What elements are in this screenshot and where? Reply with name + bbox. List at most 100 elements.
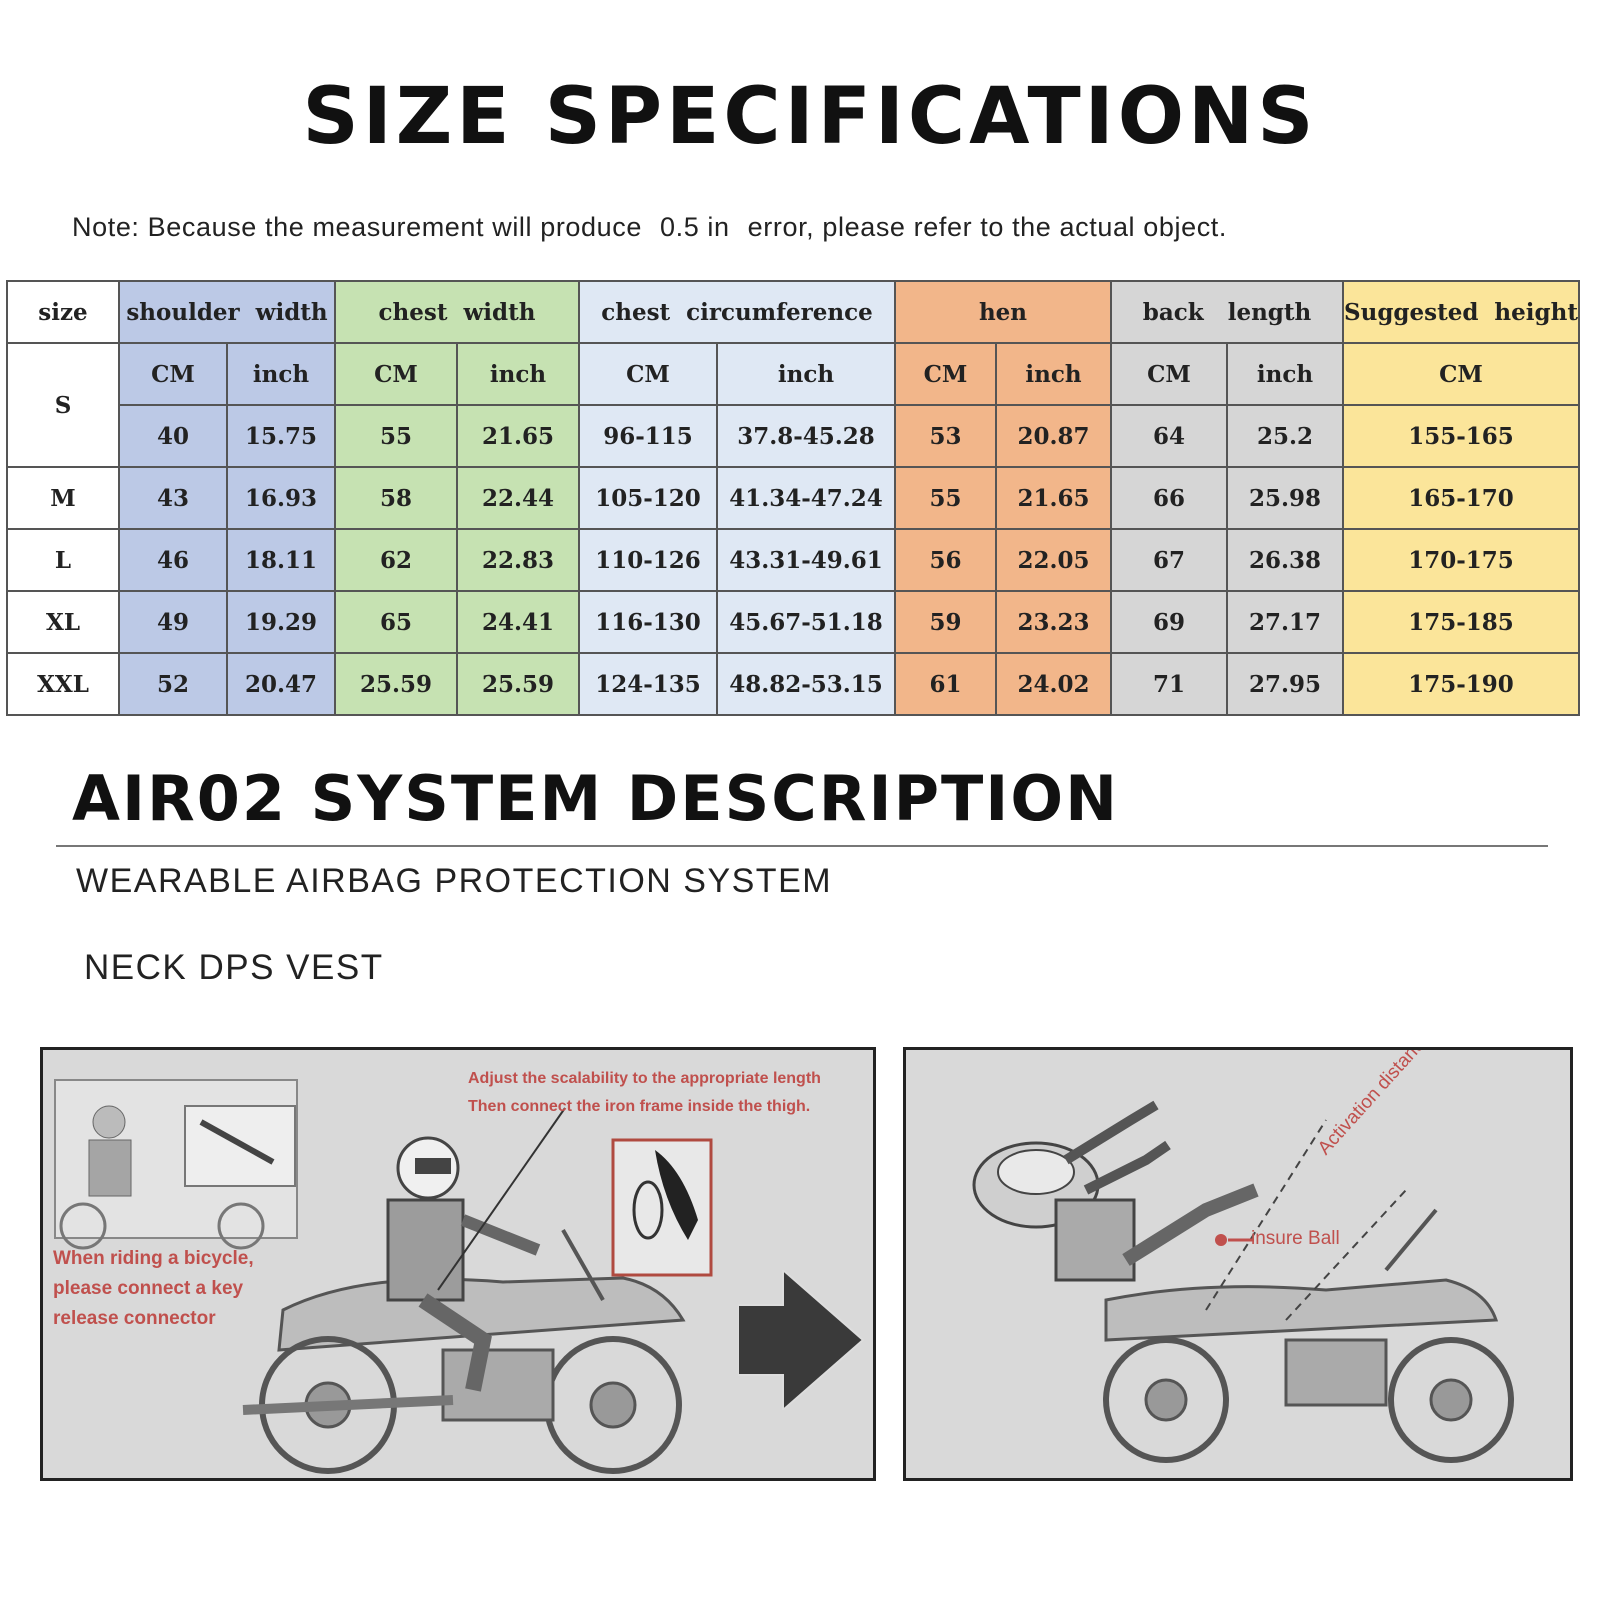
value-cell: 25.59 [456,652,580,716]
value-cell: 61 [894,652,997,716]
note-text-after: error, please refer to the actual object… [747,212,1228,242]
value-cell: 37.8-45.28 [716,404,896,468]
value-cell: 48.82-53.15 [716,652,896,716]
unit-cell: inch [995,342,1112,406]
value-cell: 23.23 [995,590,1112,654]
section-subtitle: WEARABLE AIRBAG PROTECTION SYSTEM [76,862,833,900]
size-cell: S [6,342,120,468]
value-cell: 46 [118,528,228,592]
value-cell: 67 [1110,528,1228,592]
value-cell: 20.87 [995,404,1112,468]
chest-circumference-header: chest circumference [578,280,896,344]
measurement-note: Note: Because the measurement will produ… [72,212,1227,243]
unit-cell: CM [118,342,228,406]
size-cell: XL [6,590,120,654]
unit-cell: CM [1342,342,1580,406]
hen-header: hen [894,280,1112,344]
value-cell: 43.31-49.61 [716,528,896,592]
value-cell: 18.11 [226,528,336,592]
value-cell: 56 [894,528,997,592]
annotation-side-3: release connector [53,1308,216,1329]
unit-cell: CM [578,342,718,406]
unit-cell: CM [894,342,997,406]
table-header-row: size shoulder width chest width chest ci… [6,280,1580,344]
page-title: SIZE SPECIFICATIONS [302,72,1318,162]
value-cell: 105-120 [578,466,718,530]
value-cell: 41.34-47.24 [716,466,896,530]
right-arrow-icon [738,1270,865,1410]
unit-cell: inch [226,342,336,406]
value-cell: 25.2 [1226,404,1344,468]
deployment-illustration-panel: Activation distance insure Ball [903,1047,1573,1481]
value-cell: 65 [334,590,458,654]
value-cell: 15.75 [226,404,336,468]
value-cell: 175-190 [1342,652,1580,716]
value-cell: 69 [1110,590,1228,654]
value-cell: 110-126 [578,528,718,592]
value-cell: 49 [118,590,228,654]
annotation-side-2: please connect a key [53,1278,244,1299]
value-cell: 155-165 [1342,404,1580,468]
value-cell: 25.59 [334,652,458,716]
value-cell: 22.83 [456,528,580,592]
note-value: 0.5 in [660,212,730,242]
value-cell: 27.17 [1226,590,1344,654]
annotation-top-1: Adjust the scalability to the appropriat… [468,1070,821,1087]
unit-cell: CM [1110,342,1228,406]
back-length-header: back length [1110,280,1344,344]
size-header-cell: size [6,280,120,344]
value-cell: 53 [894,404,997,468]
value-cell: 64 [1110,404,1228,468]
section-title: AIR02 SYSTEM DESCRIPTION [72,762,1119,835]
value-cell: 40 [118,404,228,468]
unit-cell: CM [334,342,458,406]
value-cell: 71 [1110,652,1228,716]
unit-row: S CM inch CM inch CM inch CM inch CM inc… [6,342,1580,468]
value-cell: 25.98 [1226,466,1344,530]
value-cell: 124-135 [578,652,718,716]
value-cell: 20.47 [226,652,336,716]
size-table: size shoulder width chest width chest ci… [6,280,1580,716]
riding-illustration [54,1079,713,1474]
annotation-top-2: Then connect the iron frame inside the t… [468,1098,811,1115]
chest-width-header: chest width [334,280,580,344]
note-text-before: Note: Because the measurement will produ… [72,212,642,242]
shoulder-width-header: shoulder width [118,280,336,344]
value-cell: 24.41 [456,590,580,654]
deployment-illustration [972,1100,1514,1463]
value-cell: 55 [334,404,458,468]
value-cell: 55 [894,466,997,530]
section-divider [56,845,1548,847]
suggested-height-header: Suggested height [1342,280,1580,344]
value-cell: 170-175 [1342,528,1580,592]
riding-illustration-panel: Adjust the scalability to the appropriat… [40,1047,876,1481]
value-cell: 45.67-51.18 [716,590,896,654]
value-cell: 52 [118,652,228,716]
value-cell: 19.29 [226,590,336,654]
value-cell: 58 [334,466,458,530]
value-cell: 62 [334,528,458,592]
unit-cell: inch [716,342,896,406]
value-cell: 21.65 [456,404,580,468]
size-cell: XXL [6,652,120,716]
value-cell: 66 [1110,466,1228,530]
value-cell: 22.44 [456,466,580,530]
insure-ball-label: insure Ball [1251,1228,1340,1249]
value-cell: 22.05 [995,528,1112,592]
value-cell: 59 [894,590,997,654]
unit-cell: inch [1226,342,1344,406]
value-cell: 26.38 [1226,528,1344,592]
value-cell: 24.02 [995,652,1112,716]
value-cell: 21.65 [995,466,1112,530]
annotation-side-1: When riding a bicycle, [53,1248,254,1269]
value-cell: 27.95 [1226,652,1344,716]
unit-cell: inch [456,342,580,406]
value-cell: 16.93 [226,466,336,530]
size-cell: L [6,528,120,592]
value-cell: 175-185 [1342,590,1580,654]
